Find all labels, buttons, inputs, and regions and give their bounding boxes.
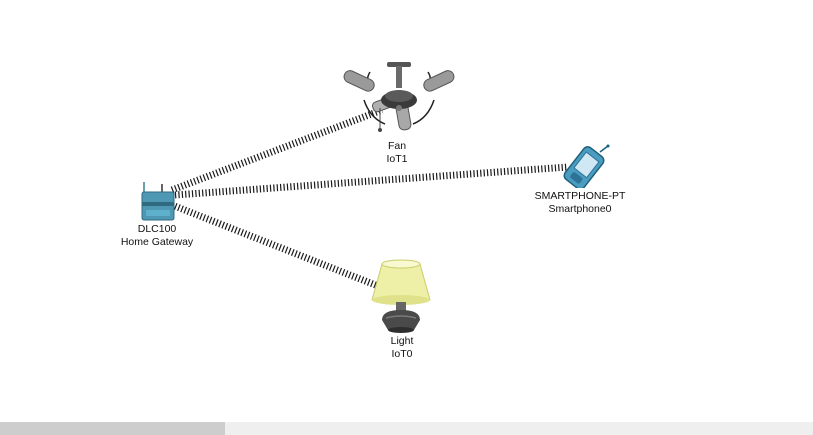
device-light[interactable] <box>368 258 434 334</box>
wireless-link-gateway-fan[interactable] <box>170 106 384 194</box>
horizontal-scrollbar[interactable] <box>0 422 813 435</box>
lamp-icon <box>371 259 431 333</box>
gateway-model-label: DLC100 <box>137 223 177 235</box>
smartphone-model-label: SMARTPHONE-PT <box>534 190 626 202</box>
light-model-label: Light <box>390 335 414 347</box>
light-name-label: IoT0 <box>391 348 413 360</box>
wireless-link-gateway-smartphone[interactable] <box>174 163 569 199</box>
fan-name-label: IoT1 <box>386 153 408 165</box>
wireless-links <box>170 106 569 292</box>
device-fan[interactable] <box>340 58 458 138</box>
wireless-link-gateway-light[interactable] <box>170 201 385 292</box>
smartphone-name-label: Smartphone0 <box>548 203 612 215</box>
gateway-name-label: Home Gateway <box>120 236 194 248</box>
horizontal-scrollbar-thumb[interactable] <box>0 422 225 435</box>
home-gateway-icon <box>141 182 175 221</box>
fan-model-label: Fan <box>387 140 407 152</box>
ceiling-fan-icon <box>343 62 455 132</box>
device-smartphone[interactable] <box>552 142 616 188</box>
smartphone-icon <box>563 144 610 188</box>
device-home-gateway[interactable] <box>138 180 178 222</box>
topology-workspace[interactable]: Fan IoT1 DLC100 Home Gateway SMARTPHONE-… <box>0 0 813 422</box>
